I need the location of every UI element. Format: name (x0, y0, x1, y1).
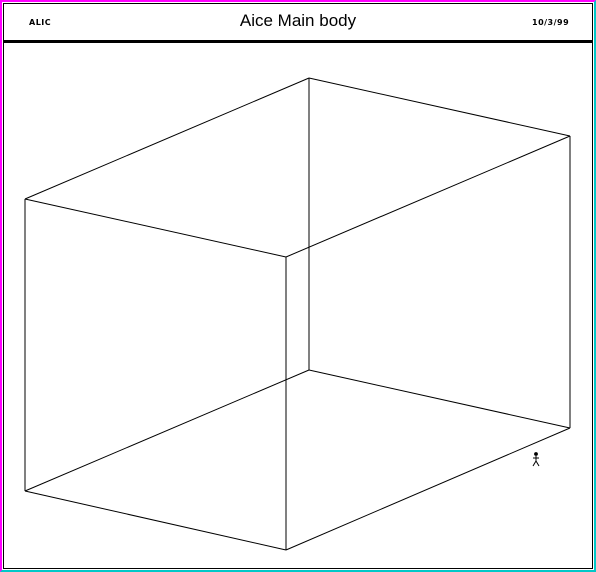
header-left-label: ALIC (29, 18, 52, 27)
edge-top-back-left (24, 77, 310, 200)
header-date: 10/3/99 (532, 18, 570, 27)
edge-top-front-right (285, 135, 571, 258)
edge-bottom-back-left (24, 369, 310, 492)
box-wireframe (24, 77, 571, 551)
edge-bottom-back-right (308, 369, 571, 429)
human-figure-icon (532, 452, 540, 467)
edge-top-back-right (308, 77, 571, 137)
header-divider (4, 40, 592, 43)
inner-frame (3, 3, 593, 569)
edge-top-front-left (24, 198, 287, 258)
edge-bottom-front-right (285, 427, 571, 551)
page-title: Aice Main body (239, 11, 357, 30)
edge-bottom-front-left (24, 490, 287, 551)
